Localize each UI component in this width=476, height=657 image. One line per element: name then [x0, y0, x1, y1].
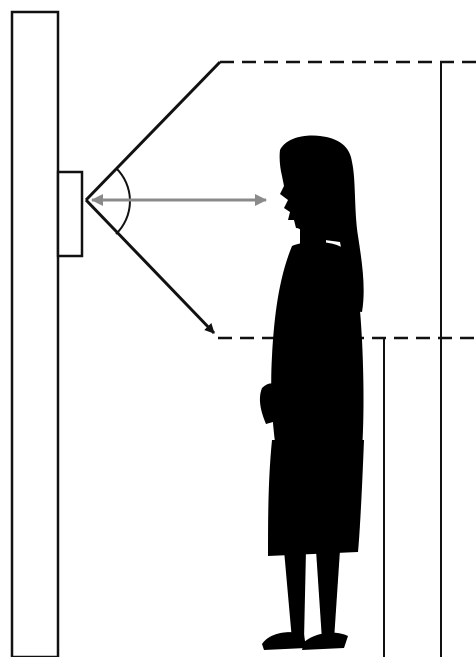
- wall: [12, 12, 58, 657]
- lower-view-arrow: [86, 200, 214, 333]
- person-silhouette: [260, 136, 364, 650]
- upper-view-line: [86, 62, 220, 200]
- camera-box: [58, 172, 82, 256]
